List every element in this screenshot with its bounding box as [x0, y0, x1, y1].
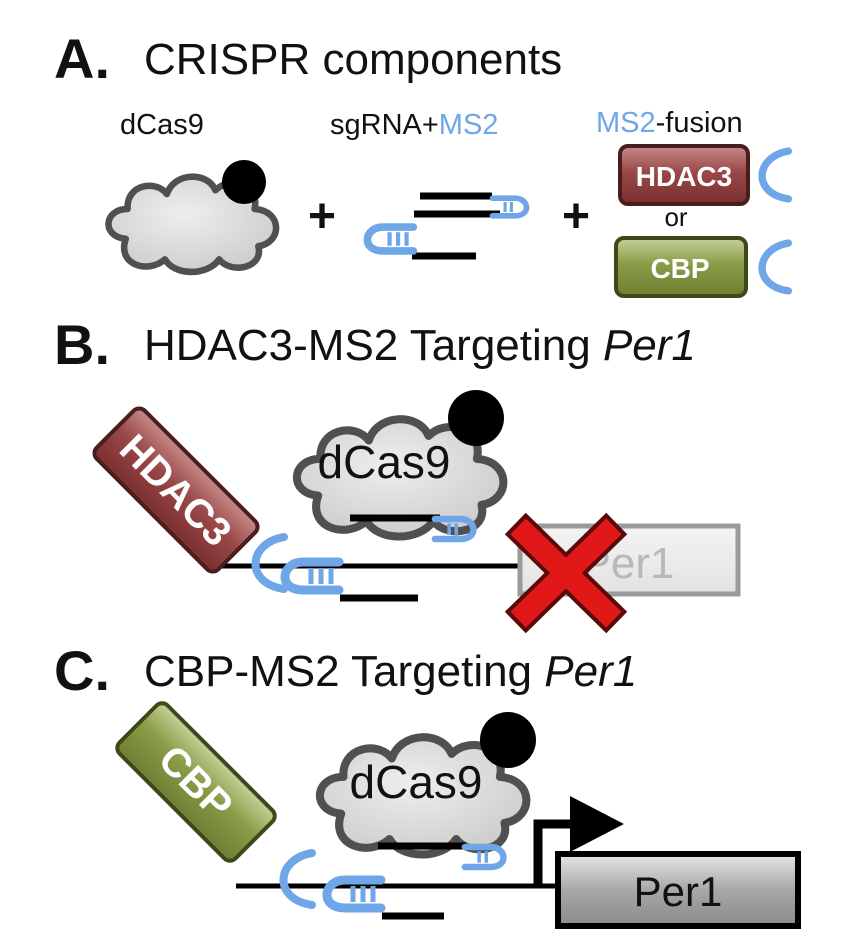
panel-b-letter: B. [54, 313, 110, 376]
dcas9-binding-dot [480, 712, 536, 768]
cbp-fusion-label: CBP [650, 253, 709, 284]
ms2-binder-icon [762, 151, 788, 199]
panel-a-title: CRISPR components [144, 35, 562, 84]
repression-x-icon [504, 512, 628, 634]
sgrna-ms2-label: sgRNA+MS2 [330, 109, 498, 141]
ms2-hairpin-icon [367, 227, 413, 251]
dcas9-binding-dot [222, 160, 266, 204]
dcas9-component-label: dCas9 [120, 109, 204, 141]
per1-gene-box-active [555, 851, 801, 929]
plus-sign-2: + [562, 190, 590, 243]
hdac3-fusion-box [618, 144, 750, 206]
ms2-binder-icon [762, 243, 788, 291]
ms2-fusion-label: MS2-fusion [596, 107, 743, 139]
per1-gene-label-active: Per1 [634, 868, 723, 915]
hdac3-fusion-label: HDAC3 [636, 161, 732, 192]
plus-sign-1: + [308, 190, 336, 243]
panel-a: A. CRISPR components dCas9 sgRNA+MS2 MS2… [54, 27, 788, 298]
panel-a-letter: A. [54, 27, 110, 90]
panel-b: B. HDAC3-MS2 Targeting Per1 Per1 HDAC3 d… [54, 313, 741, 634]
ms2-hairpin-icon [465, 847, 504, 867]
panel-c: C. CBP-MS2 Targeting Per1 Per1 CBP dCas9 [54, 639, 801, 929]
ms2-hairpin-icon [493, 198, 527, 216]
panel-b-title: HDAC3-MS2 Targeting Per1 [144, 321, 696, 370]
panel-c-title: CBP-MS2 Targeting Per1 [144, 647, 637, 696]
ms2-hairpin-icon [327, 880, 381, 908]
dcas9-label: dCas9 [318, 436, 451, 488]
panel-c-letter: C. [54, 639, 110, 702]
cbp-effector: CBP [115, 701, 277, 863]
ms2-hairpin-icon [285, 562, 339, 590]
dcas9-label: dCas9 [350, 756, 483, 808]
sgrna-ms2-construct [367, 192, 527, 260]
per1-gene-box-repressed [517, 523, 741, 597]
cbp-fusion-box [614, 236, 748, 298]
dcas9-binding-dot [448, 390, 504, 446]
transcription-start-arrow-icon [533, 796, 624, 886]
ms2-binder-icon [283, 853, 312, 905]
hdac3-effector: HDAC3 [92, 406, 260, 574]
or-label: or [664, 202, 687, 232]
ms2-binder-icon [255, 537, 284, 589]
